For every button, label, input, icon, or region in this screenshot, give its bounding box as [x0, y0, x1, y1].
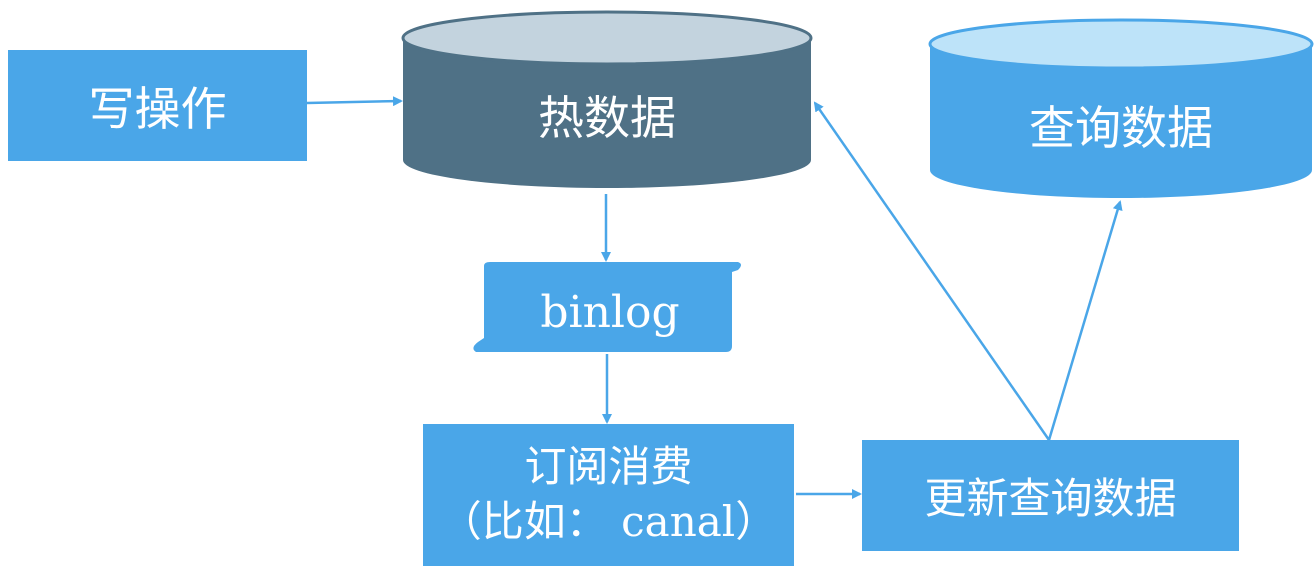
query-data-cylinder [928, 18, 1314, 198]
arrow-update-to-hot [813, 101, 1051, 441]
subscribe-consume-label: 订阅消费 [524, 442, 693, 492]
arrow-update-to-query [1047, 200, 1123, 441]
hot-data-cylinder [401, 10, 813, 188]
binlog-label: binlog [540, 286, 680, 338]
binlog-shape [473, 262, 741, 352]
query-data-label: 查询数据 [1029, 101, 1213, 155]
write-operation-label: 写操作 [88, 81, 227, 136]
subscribe-consume-box: 订阅消费 （比如： canal） [423, 424, 794, 566]
write-operation-box: 写操作 [8, 50, 307, 161]
arrow-write-to-hot [306, 96, 403, 107]
subscribe-consume-example: （比如： canal） [439, 497, 778, 546]
update-query-box: 更新查询数据 [862, 440, 1239, 551]
hot-data-label: 热数据 [538, 91, 676, 145]
update-query-label: 更新查询数据 [924, 474, 1177, 523]
